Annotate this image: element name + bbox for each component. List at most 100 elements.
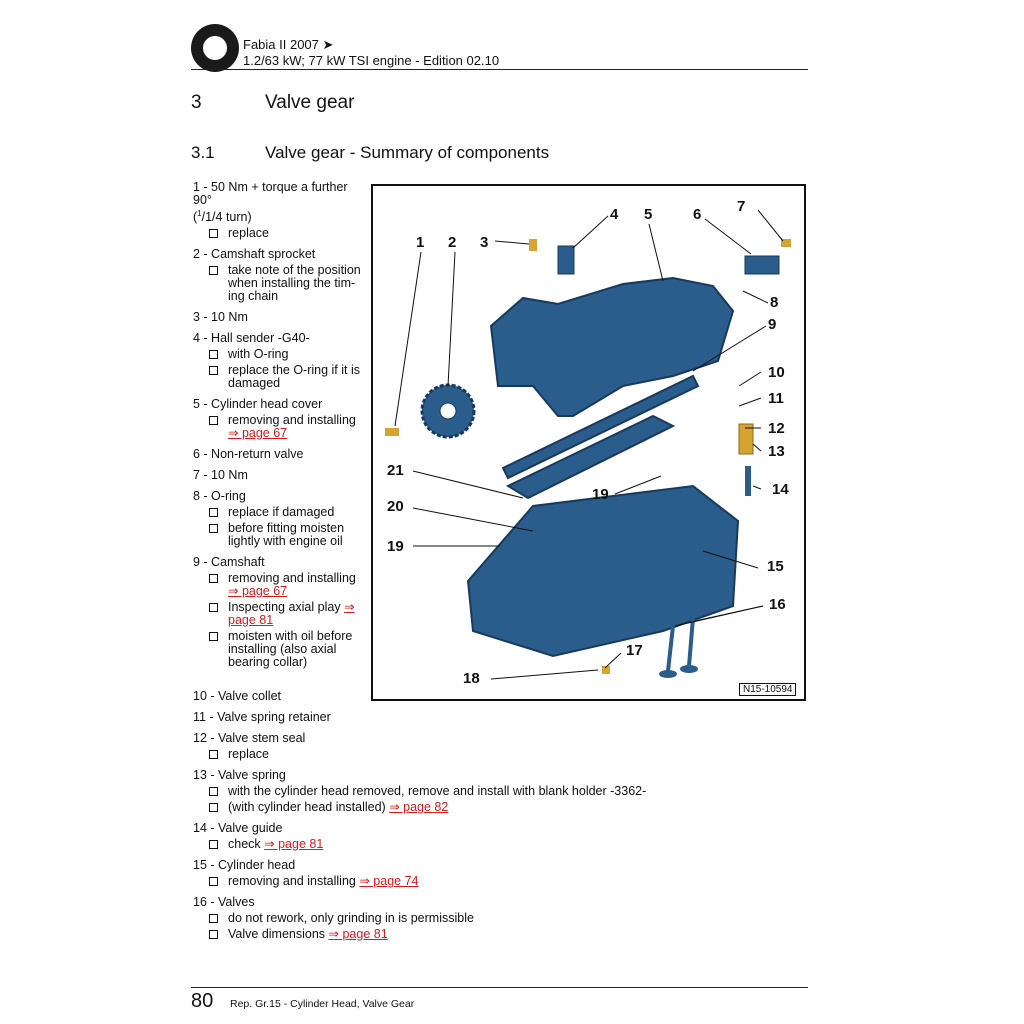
callout-number: 19 bbox=[387, 538, 404, 555]
sub-item-text: before fitting moisten lightly with engi… bbox=[228, 521, 345, 549]
callout-number: 6 bbox=[693, 206, 702, 223]
leader-lines bbox=[394, 209, 784, 680]
checkbox-icon bbox=[209, 508, 218, 518]
sub-item: replace bbox=[193, 748, 793, 761]
checkbox-icon bbox=[209, 366, 218, 376]
bolt-shape bbox=[602, 666, 610, 674]
list-item: 7 - 10 Nm bbox=[193, 469, 368, 482]
component-list-continued: 10 - Valve collet 11 - Valve spring retai… bbox=[193, 690, 793, 949]
sub-item: with the cylinder head removed, remove a… bbox=[193, 785, 793, 798]
callout-number: 7 bbox=[737, 198, 746, 215]
chapter-title: Valve gear bbox=[265, 92, 355, 113]
item-title: 7 - 10 Nm bbox=[193, 468, 248, 483]
item-title: 10 - Valve collet bbox=[193, 689, 282, 703]
sub-item: do not rework, only grinding in is permi… bbox=[193, 912, 793, 925]
sub-item-text: Inspecting axial play bbox=[228, 600, 341, 615]
item-title-continued: (1/1/4 turn) bbox=[193, 209, 252, 225]
callout-number: 4 bbox=[610, 206, 619, 223]
valve-head-shape bbox=[680, 665, 698, 673]
sub-item: removing and installing ⇒ page 67 bbox=[193, 572, 368, 598]
checkbox-icon bbox=[209, 914, 218, 923]
sub-item: replace if damaged bbox=[193, 506, 368, 519]
page-reference-link[interactable]: ⇒ page 81 bbox=[228, 600, 355, 628]
sub-item: Valve dimensions ⇒ page 81 bbox=[193, 928, 793, 941]
item-title: 3 - 10 Nm bbox=[193, 310, 248, 325]
item-title: 2 - Camshaft sprocket bbox=[193, 247, 316, 262]
section-title: Valve gear - Summary of components bbox=[265, 143, 550, 162]
checkbox-icon bbox=[209, 877, 218, 886]
section-number: 3.1 bbox=[191, 143, 215, 162]
item-title: 11 - Valve spring retainer bbox=[193, 710, 331, 724]
list-item: 10 - Valve collet bbox=[193, 690, 793, 703]
callout-number: 20 bbox=[387, 498, 404, 515]
sub-item: with O-ring bbox=[193, 348, 368, 361]
sub-item: check ⇒ page 81 bbox=[193, 838, 793, 851]
list-item: 9 - Camshaft removing and installing ⇒ pa… bbox=[193, 556, 368, 669]
checkbox-icon bbox=[209, 416, 218, 426]
bolt-shape bbox=[781, 239, 791, 247]
bolt-shape bbox=[529, 239, 537, 251]
component-list: 1 - 50 Nm + torque a further 90°(1/1/4 t… bbox=[193, 181, 368, 677]
item-title: 14 - Valve guide bbox=[193, 821, 283, 835]
page-reference-link[interactable]: ⇒ page 82 bbox=[389, 800, 449, 814]
checkbox-icon bbox=[209, 229, 218, 239]
sub-item-text: replace bbox=[228, 747, 269, 761]
exploded-diagram-svg bbox=[385, 209, 791, 680]
valve-spring-shape bbox=[738, 423, 754, 455]
sub-item: Inspecting axial play ⇒ page 81 bbox=[193, 601, 368, 627]
valve-guide-shape bbox=[745, 466, 751, 496]
valve-head-shape bbox=[659, 670, 677, 678]
item-title-fraction: 1/4 turn) bbox=[205, 210, 252, 225]
list-item: 11 - Valve spring retainer bbox=[193, 711, 793, 724]
header-divider bbox=[191, 69, 808, 70]
page-reference-link[interactable]: ⇒ page 74 bbox=[359, 874, 419, 888]
footer-divider bbox=[191, 987, 808, 988]
item-title: 4 - Hall sender -G40- bbox=[193, 331, 310, 346]
item-title: 16 - Valves bbox=[193, 895, 255, 909]
list-item: 6 - Non-return valve bbox=[193, 448, 368, 461]
callout-number: 8 bbox=[770, 294, 779, 311]
sub-item-text: take note of the position when installin… bbox=[228, 263, 361, 304]
checkbox-icon bbox=[209, 266, 218, 276]
callout-number: 12 bbox=[768, 420, 785, 437]
checkbox-icon bbox=[209, 350, 218, 360]
bolt-shape bbox=[385, 428, 399, 436]
sprocket-hub-shape bbox=[439, 402, 457, 420]
page-reference-link[interactable]: ⇒ page 81 bbox=[328, 927, 388, 941]
sub-item: removing and installing ⇒ page 74 bbox=[193, 875, 793, 888]
header-model: Fabia II 2007 ➤ bbox=[243, 37, 334, 52]
cylinder-head-shape bbox=[466, 484, 740, 658]
checkbox-icon bbox=[209, 574, 218, 584]
list-item: 16 - Valves do not rework, only grinding … bbox=[193, 896, 793, 941]
skoda-logo-emblem bbox=[201, 34, 229, 62]
sub-item-text: (with cylinder head installed) bbox=[228, 800, 386, 814]
callout-number: 15 bbox=[767, 558, 784, 575]
callout-number: 11 bbox=[768, 390, 784, 407]
page-reference-link[interactable]: ⇒ page 81 bbox=[264, 837, 324, 851]
item-title: 13 - Valve spring bbox=[193, 768, 286, 782]
callout-number: 19 bbox=[592, 486, 609, 503]
sub-item-text: Valve dimensions bbox=[228, 927, 326, 941]
sub-item-text: do not rework, only grinding in is permi… bbox=[228, 911, 474, 925]
page-reference-link[interactable]: ⇒ page 67 bbox=[228, 584, 288, 599]
figure-code: N15-10594 bbox=[739, 683, 797, 696]
sub-item-text: replace if damaged bbox=[228, 505, 335, 520]
callout-number: 17 bbox=[626, 642, 643, 659]
sub-item-text: with the cylinder head removed, remove a… bbox=[228, 784, 647, 798]
checkbox-icon bbox=[209, 787, 218, 796]
callout-number: 9 bbox=[768, 316, 777, 333]
item-title: 9 - Camshaft bbox=[193, 555, 265, 570]
valve-shape bbox=[687, 617, 695, 667]
list-item: 3 - 10 Nm bbox=[193, 311, 368, 324]
callout-number: 13 bbox=[768, 443, 785, 460]
page-number: 80 bbox=[191, 990, 214, 1012]
sub-item: replace the O-ring if it is damaged bbox=[193, 364, 368, 390]
page-reference-link[interactable]: ⇒ page 67 bbox=[228, 426, 288, 441]
checkbox-icon bbox=[209, 524, 218, 534]
